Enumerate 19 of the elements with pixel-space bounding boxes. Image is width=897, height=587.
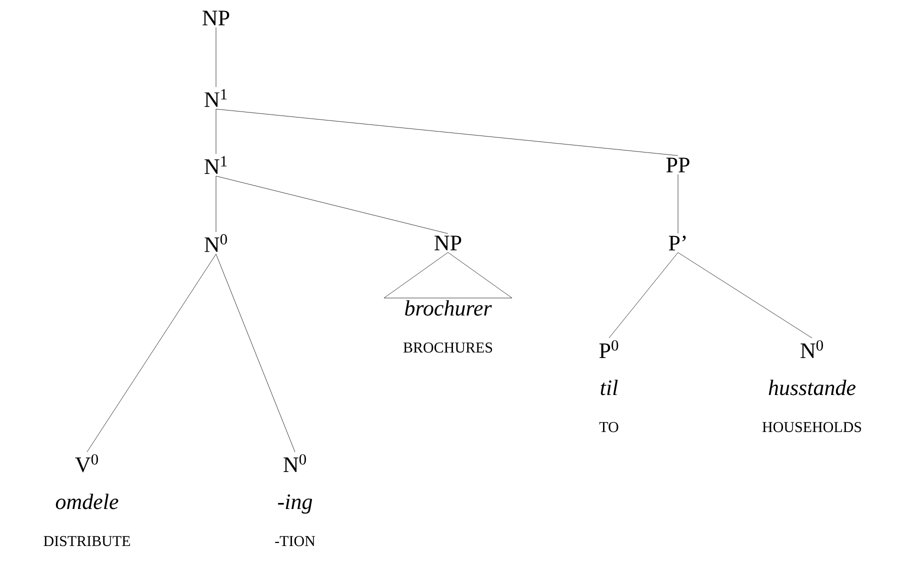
triangle	[384, 252, 512, 298]
leaf-label: P$^{0}$ til TO	[599, 340, 618, 432]
leaf-label: brochurer BROCHURES	[403, 300, 492, 353]
category-label: PP	[666, 158, 690, 172]
branch-line	[608, 252, 678, 338]
branch-line	[216, 108, 678, 156]
category-label: NP	[434, 236, 462, 250]
leaf-label: N$^{0}$ husstande HOUSEHOLDS	[762, 340, 862, 432]
category-label: P’	[668, 236, 686, 250]
category-label: N$^{1}$	[204, 89, 227, 107]
branch-line	[216, 176, 448, 234]
branch-line	[678, 252, 812, 338]
leaf-label: V$^{0}$ omdele DISTRIBUTE	[44, 454, 130, 546]
branch-line	[86, 254, 216, 452]
leaf-label: N$^{0}$ -ing -TION	[275, 454, 316, 546]
category-label: N$^{0}$	[204, 234, 227, 252]
category-label: N$^{1}$	[204, 156, 227, 174]
category-label: NP	[202, 10, 230, 26]
branch-line	[216, 254, 296, 452]
